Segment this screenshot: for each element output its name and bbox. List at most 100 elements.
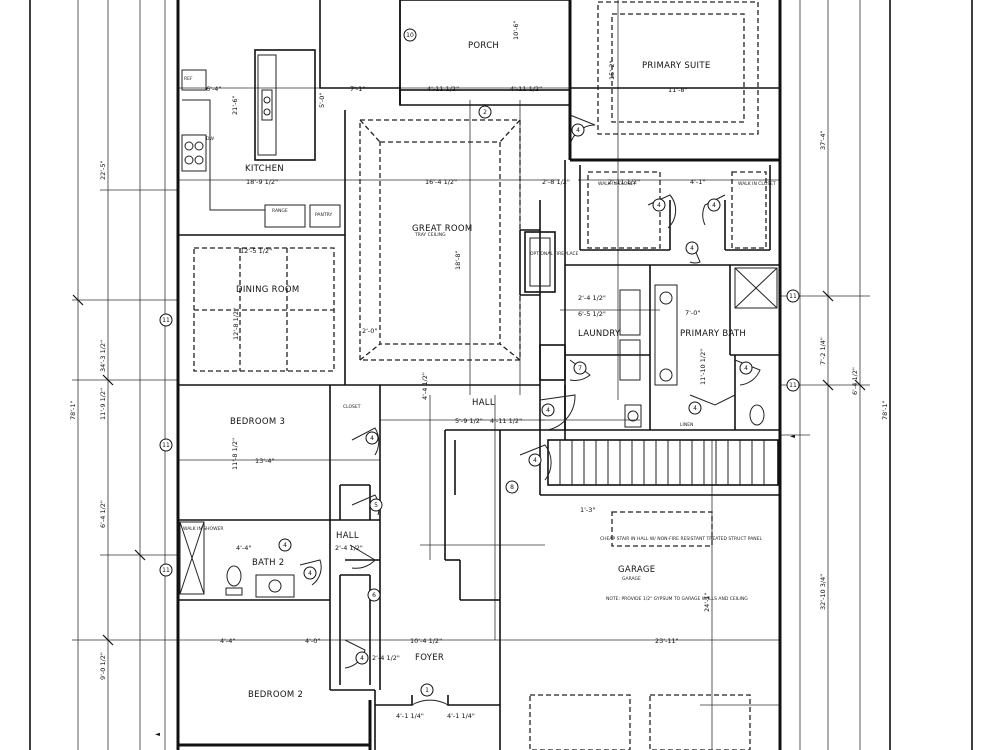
room-dining-room: DINING ROOM — [236, 285, 300, 295]
room-primary-suite: PRIMARY SUITE — [642, 61, 711, 71]
dim-kitchen-row1: 6'-4" — [206, 85, 221, 93]
note-garage-sub: GARAGE — [622, 576, 641, 582]
marker-21: 11 — [162, 442, 170, 449]
dim-foyer-width: 10'-4 1/2" — [410, 637, 442, 645]
plan-notes: TRAY CEILING WALK IN CLOSET WALK IN CLOS… — [183, 76, 776, 602]
dim-wic-b: 4'-1" — [690, 178, 705, 186]
room-bedroom-2: BEDROOM 2 — [248, 690, 303, 700]
dim-primary-suite-width: 11'-8" — [668, 86, 688, 94]
marker-10: 8 — [510, 484, 514, 491]
marker-5: 4 — [712, 202, 716, 209]
dim-gr-b: 2'-0" — [362, 327, 377, 335]
dim-bedroom2-width: 4'-4" — [220, 637, 235, 645]
dim-bedroom3-depth: 11'-8 1/2" — [231, 438, 239, 470]
marker-6: 4 — [690, 245, 694, 252]
note-dw: DW — [206, 136, 214, 142]
dim-gr-a: 2'-8 1/2" — [542, 178, 570, 186]
marker-11: 4 — [693, 405, 697, 412]
marker-19: 1 — [425, 687, 429, 694]
dim-overall-left: 78'-1" — [69, 400, 77, 420]
dim-left-seg-b: 11'-9 1/2" — [99, 388, 107, 420]
marker-14: 5 — [374, 502, 378, 509]
marker-3: 4 — [576, 127, 580, 134]
marker-12: 4 — [744, 365, 748, 372]
dim-porch-depth: 10'-6" — [512, 20, 520, 40]
note-ref: REF — [184, 76, 193, 82]
marker-18: 4 — [360, 655, 364, 662]
note-optional-fireplace: OPTIONAL FIREPLACE — [530, 251, 579, 257]
dim-pbath-a: 7'-0" — [685, 309, 700, 317]
dim-bath2-a: 4'-4" — [236, 544, 251, 552]
dim-bedroom3-width: 13'-4" — [255, 457, 275, 465]
dim-dining-width: 12'-5 1/2" — [240, 247, 272, 255]
marker-1: 10 — [406, 32, 414, 39]
note-garage-stair: CHEAP STAIR IN HALL W/ NON-FIRE RESISTAN… — [600, 536, 762, 542]
dim-hall-c: 4'-4 1/2" — [421, 372, 429, 400]
room-primary-bath-1: PRIMARY BATH — [680, 329, 746, 339]
room-hall-center: HALL — [472, 398, 495, 408]
marker-23: 11 — [789, 293, 797, 300]
dim-pbath-b: 11'-10 1/2" — [699, 349, 707, 385]
dim-laundry-a: 2'-4 1/2" — [578, 294, 606, 302]
room-laundry: LAUNDRY — [578, 329, 621, 339]
marker-20: 11 — [162, 317, 170, 324]
dim-bed2-a: 4'-0" — [305, 637, 320, 645]
dim-foyer-a: 4'-1 1/4" — [396, 712, 424, 720]
dim-kitchen-b: 5'-0" — [318, 93, 326, 108]
dim-stair-a: 1'-3" — [580, 506, 595, 514]
dim-dining-depth: 12'-8 1/2" — [232, 308, 240, 340]
dim-right-seg-top: 37'-4" — [819, 130, 827, 150]
room-garage: GARAGE — [618, 565, 655, 575]
note-linen: LINEN — [680, 422, 693, 428]
dim-left-seg-a: 34'-3 1/2" — [99, 340, 107, 372]
dimension-labels: 18'-9 1/2" 16'-4 1/2" 18'-8" 11'-8" 15'-… — [69, 20, 889, 720]
dim-left-seg-d: 9'-0 1/2" — [99, 652, 107, 680]
interior-dimension-strings — [178, 0, 780, 750]
room-kitchen: KITCHEN — [245, 164, 284, 174]
dim-kitchen-a: 21'-6" — [231, 95, 239, 115]
dim-hall-d: 4'-11 1/2" — [490, 417, 522, 425]
dim-right-seg-garage: 32'-10 3/4" — [819, 574, 827, 610]
marker-9: 4 — [533, 457, 537, 464]
room-hall-left: HALL — [336, 531, 359, 541]
dim-kitchen-row2: 7'-1" — [350, 85, 365, 93]
dim-porch-b: 4'-11 1/2" — [510, 85, 542, 93]
note-pantry: PANTRY — [315, 212, 332, 218]
section-markers: 10 2 4 4 4 4 7 4 4 8 4 4 4 5 4 4 6 4 1 1… — [159, 28, 800, 697]
room-bedroom-3: BEDROOM 3 — [230, 417, 285, 427]
dim-laundry-b: 6'-5 1/2" — [578, 310, 606, 318]
fireplace — [524, 231, 556, 293]
dim-primary-suite-depth: 15'-2" — [608, 60, 616, 80]
dim-great-room-depth: 18'-8" — [454, 250, 462, 270]
room-bath-2: BATH 2 — [252, 558, 284, 568]
door-swings — [299, 114, 761, 706]
marker-bottom-left: ◄ — [155, 730, 160, 738]
tray-ceilings — [193, 1, 767, 750]
note-closet: CLOSET — [343, 404, 361, 410]
note-garage-gypsum: NOTE: PROVIDE 1/2" GYPSUM TO GARAGE WALL… — [606, 596, 748, 602]
stairs — [547, 439, 779, 486]
room-labels: PORCH PRIMARY SUITE KITCHEN GREAT ROOM D… — [230, 41, 746, 700]
bath-fixtures — [179, 267, 778, 598]
marker-7: 7 — [578, 365, 582, 372]
note-walk-in-closet-1: WALK IN CLOSET — [598, 181, 636, 187]
note-walk-in-closet-2: WALK IN CLOSET — [738, 181, 776, 187]
dim-left-seg-top: 22'-5" — [99, 160, 107, 180]
marker-4: 4 — [657, 202, 661, 209]
dim-kitchen-width: 18'-9 1/2" — [246, 178, 278, 186]
dim-overall-right: 78'-1" — [881, 400, 889, 420]
marker-8: 4 — [546, 407, 550, 414]
marker-16: 4 — [308, 570, 312, 577]
dim-garage-width: 23'-11" — [655, 637, 679, 645]
room-foyer: FOYER — [415, 653, 444, 663]
dim-great-room-width: 16'-4 1/2" — [425, 178, 457, 186]
porch-outline — [399, 0, 571, 91]
dim-garage-depth: 24'-1" — [703, 592, 711, 612]
dim-porch-a: 4'-11 1/2" — [427, 85, 459, 93]
room-great-room: GREAT ROOM — [412, 224, 473, 234]
dim-right-seg-mid: 7'-2 1/4" — [819, 337, 827, 365]
dim-wic-a: 2'-11 1/2" — [608, 178, 640, 186]
marker-24: 11 — [789, 382, 797, 389]
left-dimension-lines — [72, 0, 178, 750]
